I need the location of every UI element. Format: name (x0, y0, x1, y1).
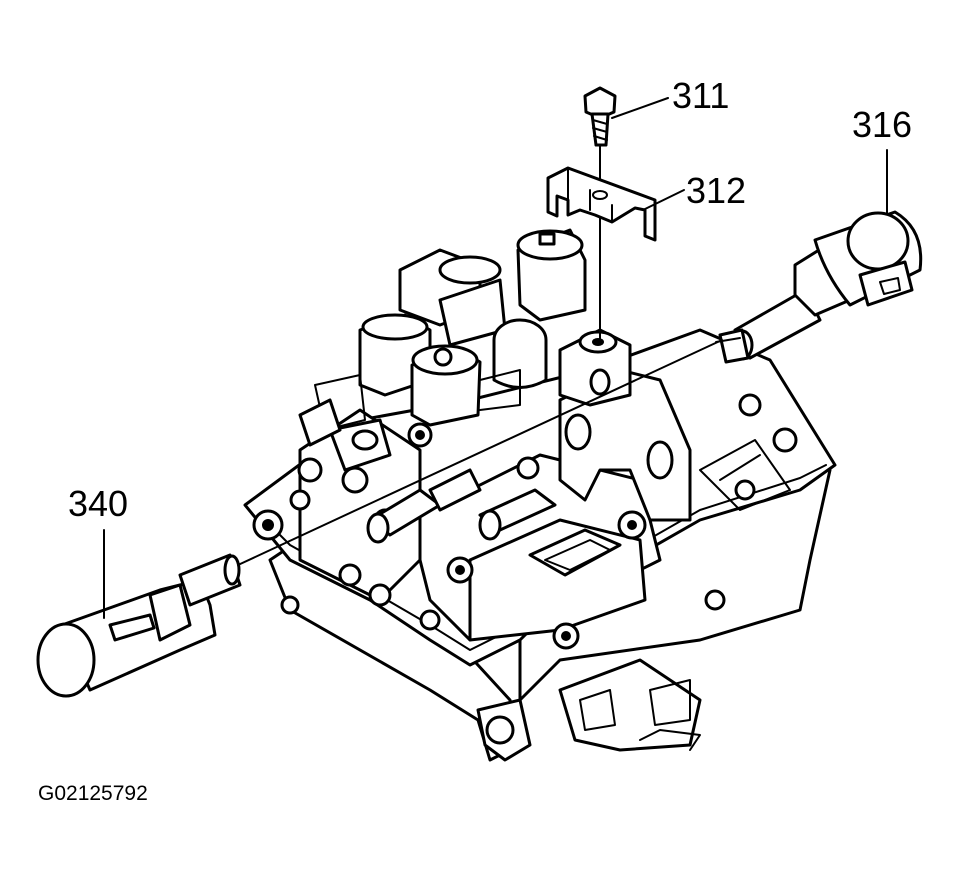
callout-316: 316 (852, 104, 912, 145)
figure-id: G02125792 (38, 782, 148, 805)
valve-body-assembly (243, 228, 837, 762)
bracket-312 (546, 166, 657, 242)
solenoid-340 (36, 553, 242, 698)
leader-lines (103, 97, 888, 619)
bolt-311 (583, 86, 617, 341)
solenoid-316 (715, 210, 923, 364)
solenoid-cluster (298, 228, 587, 472)
callout-312: 312 (686, 170, 746, 211)
callout-340: 340 (68, 483, 128, 524)
callout-311: 311 (672, 75, 729, 116)
alignment-line (237, 339, 723, 566)
